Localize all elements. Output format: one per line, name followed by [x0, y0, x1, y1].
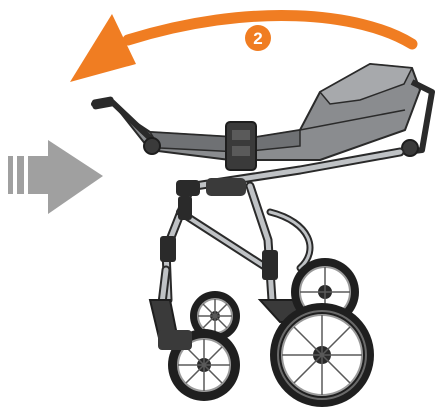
rear-wheel-front [270, 303, 374, 407]
stroller-frame [160, 152, 400, 320]
step-badge: 2 [245, 25, 271, 51]
step-number: 2 [253, 29, 262, 48]
stroller-illustration [91, 64, 432, 407]
push-arrow-icon [8, 140, 103, 214]
front-wheel-large [158, 329, 240, 401]
